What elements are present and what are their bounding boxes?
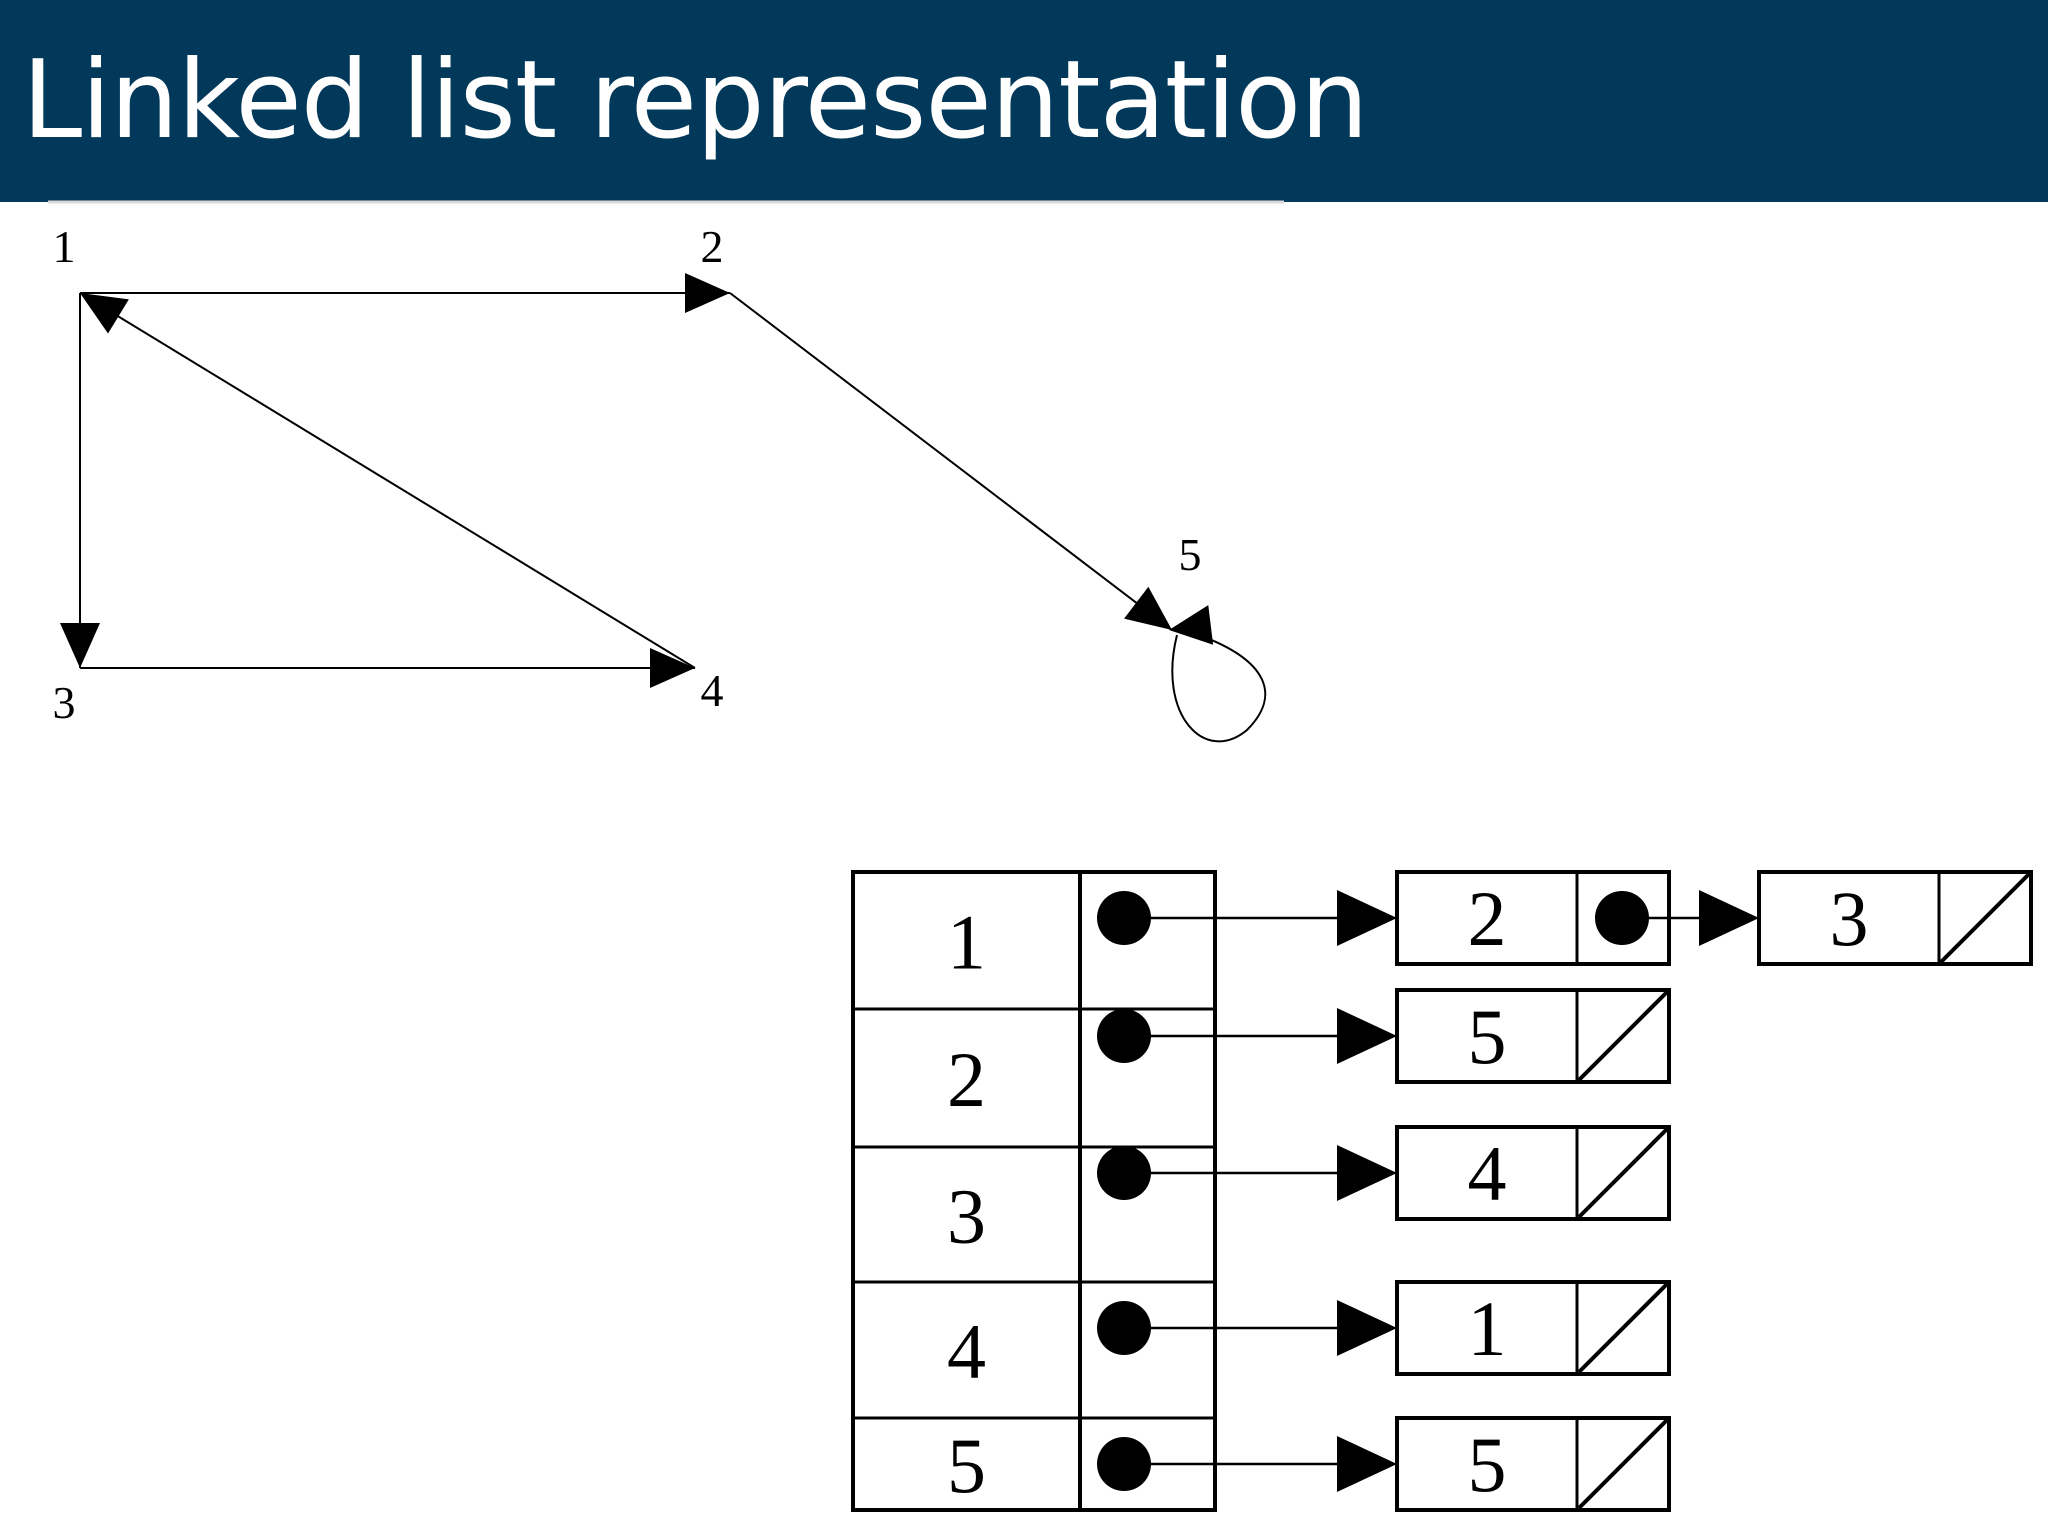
list-node-value: 2 [1468,875,1507,962]
list-node [1395,1280,1671,1376]
slide-title: Linked list representation [22,38,1369,163]
node-label-3: 3 [53,677,76,728]
list-node [1757,870,2033,966]
next-link-arrowhead [1337,1300,1397,1356]
head-vertex-2: 2 [947,1036,986,1123]
next-link-arrowhead [1337,1008,1397,1064]
list-node-value: 4 [1468,1130,1507,1217]
edge-1-3-arrowhead [60,623,100,668]
null-pointer-slash [1939,872,2031,964]
list-node [1395,988,1671,1084]
next-link-arrowhead [1699,890,1759,946]
null-pointer-slash [1577,1127,1669,1219]
edge-1-2-arrowhead [685,273,730,313]
head-table-border [851,870,1217,1512]
next-link-arrowhead [1337,1145,1397,1201]
edge-5-5-arrowhead [1169,605,1214,645]
list-node-value: 3 [1830,875,1869,962]
title-bar: Linked list representation [0,0,2048,202]
edge-4-1 [79,292,696,669]
edge-2-5-arrowhead [1124,586,1172,630]
list-node-value: 5 [1468,1421,1507,1508]
edge-4-1-arrowhead [80,293,129,334]
list-node [1395,1416,1671,1512]
list-node-value: 5 [1468,993,1507,1080]
node-label-1: 1 [53,221,76,272]
node-label-4: 4 [701,665,724,716]
node-label-5: 5 [1179,529,1202,580]
null-pointer-slash [1577,1282,1669,1374]
head-vertex-3: 3 [947,1173,986,1260]
null-pointer-slash [1577,1418,1669,1510]
directed-graph: 1 2 3 4 5 [53,221,1267,743]
null-pointer-slash [1577,990,1669,1082]
list-node-value: 1 [1468,1285,1507,1372]
next-link-arrowhead [1337,890,1397,946]
head-vertex-4: 4 [947,1308,986,1395]
head-vertex-1: 1 [947,899,986,986]
edge-3-4-arrowhead [650,648,695,688]
head-vertex-5: 5 [947,1422,986,1509]
node-label-2: 2 [701,221,724,272]
edge-2-5 [729,292,1173,631]
edge-5-5 [1171,634,1267,743]
adjacency-list: 1 2 3 2 5 3 4 4 1 5 5 [851,870,2033,1512]
list-node [1395,1125,1671,1221]
next-link-arrowhead [1337,1436,1397,1492]
